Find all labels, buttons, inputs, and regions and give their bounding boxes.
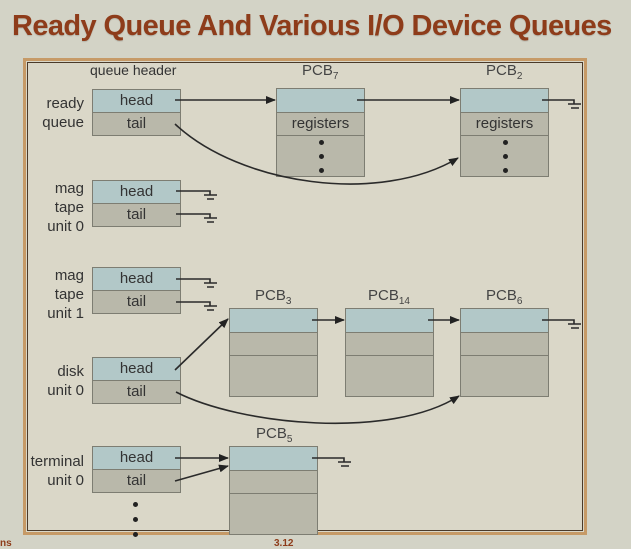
- arrow-terminal-tail-to-pcb5: [174, 464, 229, 482]
- ellipsis-dot: [133, 502, 138, 507]
- footer-left-text: ns: [0, 538, 12, 549]
- slide-title: Ready Queue And Various I/O Device Queue…: [12, 10, 612, 42]
- pcb5-title: PCB5: [256, 425, 293, 445]
- ellipsis-dot: [133, 532, 138, 537]
- ellipsis-dot: [503, 154, 508, 159]
- registers-field: registers: [277, 113, 364, 136]
- pcb-link-field: [461, 89, 548, 113]
- arrow-disk-tail-to-pcb6: [175, 391, 460, 425]
- arrow-disk-head-to-pcb3: [174, 318, 229, 371]
- ellipsis-dot: [133, 517, 138, 522]
- pcb2-box: registers: [460, 88, 549, 177]
- pcb6-box: [460, 308, 549, 397]
- page-number: 3.12: [274, 538, 294, 549]
- pcb2-title: PCB2: [486, 62, 523, 82]
- pcb7-box: registers: [276, 88, 365, 177]
- registers-field: registers: [461, 113, 548, 136]
- pcb7-title: PCB7: [302, 62, 339, 82]
- mag-tape-1-header: head tail: [92, 267, 181, 314]
- pcb6-title: PCB6: [486, 287, 523, 307]
- head-field: head: [93, 268, 180, 291]
- tail-field: tail: [93, 291, 180, 313]
- tail-field: tail: [93, 470, 180, 492]
- head-field: head: [93, 358, 180, 381]
- disk-unit-0-header: head tail: [92, 357, 181, 404]
- tail-field: tail: [93, 381, 180, 403]
- arrow-ready-tail-to-pcb2: [174, 123, 459, 185]
- mag-tape-0-header: head tail: [92, 180, 181, 227]
- head-field: head: [93, 181, 180, 204]
- pcb5-box: [229, 446, 318, 535]
- pcb3-box: [229, 308, 318, 397]
- pcb-link-field: [277, 89, 364, 113]
- queue-header-label: queue header: [90, 62, 177, 78]
- head-field: head: [93, 447, 180, 470]
- ellipsis-dot: [319, 140, 324, 145]
- terminal-unit-0-header: head tail: [92, 446, 181, 493]
- pcb14-box: [345, 308, 434, 397]
- head-field: head: [93, 90, 180, 113]
- ellipsis-dot: [319, 154, 324, 159]
- ellipsis-dot: [319, 168, 324, 173]
- ellipsis-dot: [503, 140, 508, 145]
- pcb3-title: PCB3: [255, 287, 292, 307]
- null-pointer-icons: [176, 99, 581, 467]
- ellipsis-dot: [503, 168, 508, 173]
- tail-field: tail: [93, 204, 180, 226]
- tail-field: tail: [93, 113, 180, 135]
- pcb14-title: PCB14: [368, 287, 410, 307]
- ready-queue-header: head tail: [92, 89, 181, 136]
